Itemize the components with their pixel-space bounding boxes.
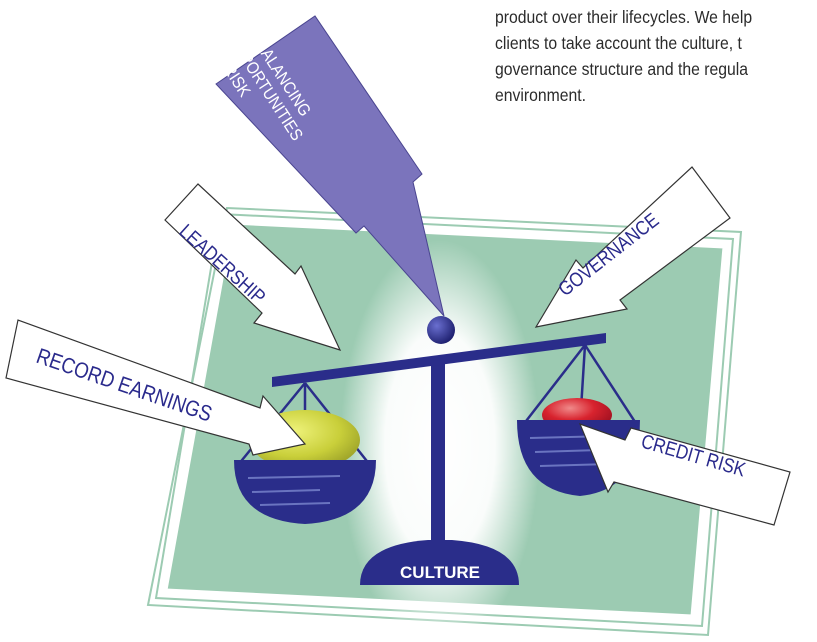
body-text-line: product over their lifecycles. We help — [495, 7, 753, 27]
culture-label: CULTURE — [400, 563, 480, 582]
body-text-line: environment. — [495, 85, 587, 105]
central-arrow: BALANCING OPPORTUNITIES AND RISK — [200, 15, 445, 317]
left-pan — [234, 382, 376, 524]
scale-knob — [427, 316, 455, 344]
body-text: product over their lifecycles. We help c… — [495, 4, 792, 108]
scale-base — [360, 540, 519, 585]
scale-beam — [272, 333, 606, 387]
body-text-line: clients to take account the culture, t — [495, 33, 742, 53]
body-text-line: governance structure and the regula — [495, 59, 749, 79]
scale-post — [431, 360, 445, 545]
